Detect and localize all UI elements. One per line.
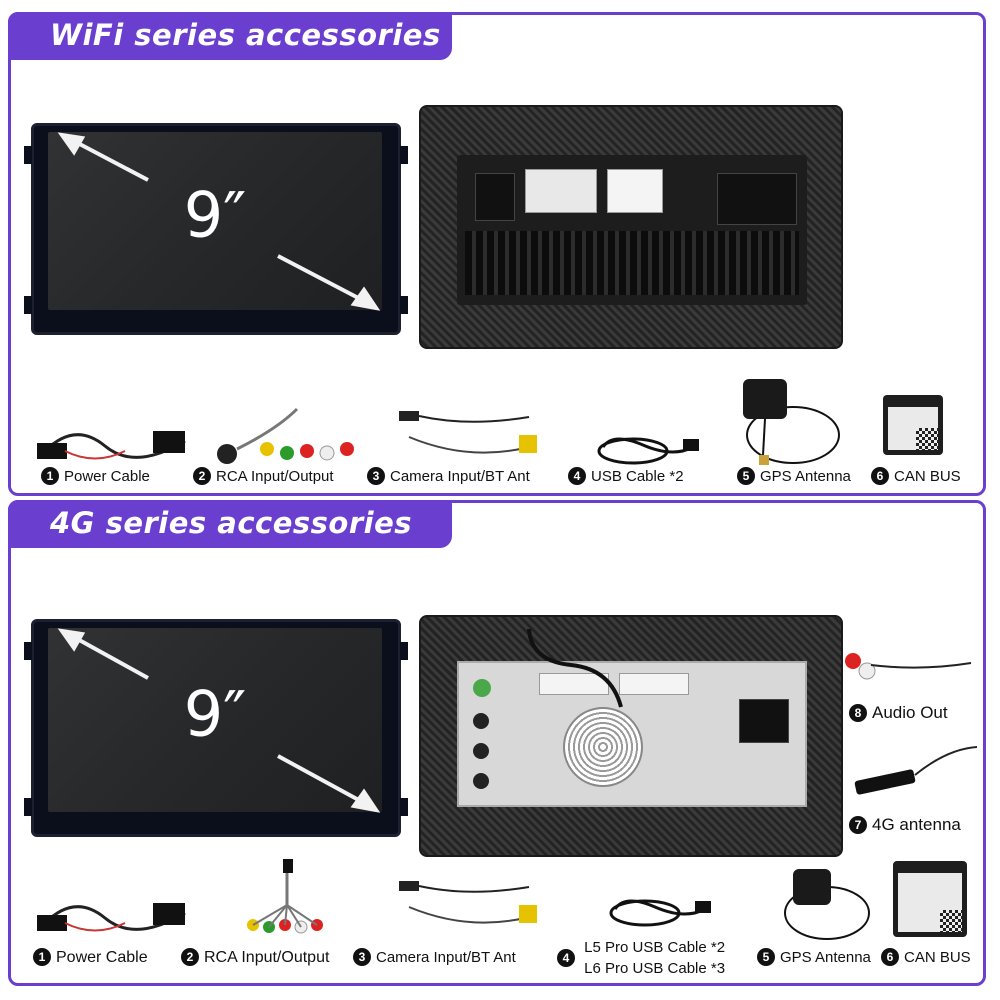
gps-antenna-image [784, 869, 870, 940]
usb-lead-image [527, 628, 623, 708]
usb-cable-l5-label: L5 Pro USB Cable *2 [584, 939, 726, 956]
accessory-caption: 4 L5 Pro USB Cable *2 L6 Pro USB Cable *… [557, 937, 725, 979]
power-cable-image [37, 431, 186, 460]
rca-cable-image [247, 859, 323, 934]
rca-cable-image [217, 407, 354, 464]
head-unit-back-panel [419, 615, 843, 857]
4g-antenna-image [854, 746, 978, 795]
can-bus-box-image [893, 861, 967, 937]
audio-out-cable-image [845, 653, 972, 680]
section-title: WiFi series accessories [8, 12, 452, 60]
power-cable-image [37, 903, 186, 932]
screen-size-label: 9″ [183, 178, 247, 252]
camera-cable-image [399, 411, 537, 454]
diagonal-arrows [57, 132, 381, 311]
diagonal-arrows [57, 628, 381, 813]
screen-size-label: 9″ [183, 677, 247, 751]
camera-cable-image [399, 881, 537, 924]
screen-glass: 9″ [48, 628, 382, 813]
can-bus-box-image [883, 395, 943, 455]
head-unit-screen: 9″ [24, 123, 408, 335]
4g-section: 4G series accessories 9″ [8, 500, 986, 986]
gps-antenna-image [743, 379, 840, 465]
section-title: 4G series accessories [8, 500, 452, 548]
usb-cable-image [597, 437, 699, 465]
head-unit-back-panel [419, 105, 843, 349]
screen-glass: 9″ [48, 132, 382, 311]
wifi-section: WiFi series accessories 9″ [8, 12, 986, 496]
head-unit-screen: 9″ [24, 619, 408, 837]
usb-cable-l6-label: L6 Pro USB Cable *3 [584, 960, 726, 977]
usb-cable-image [609, 899, 711, 927]
